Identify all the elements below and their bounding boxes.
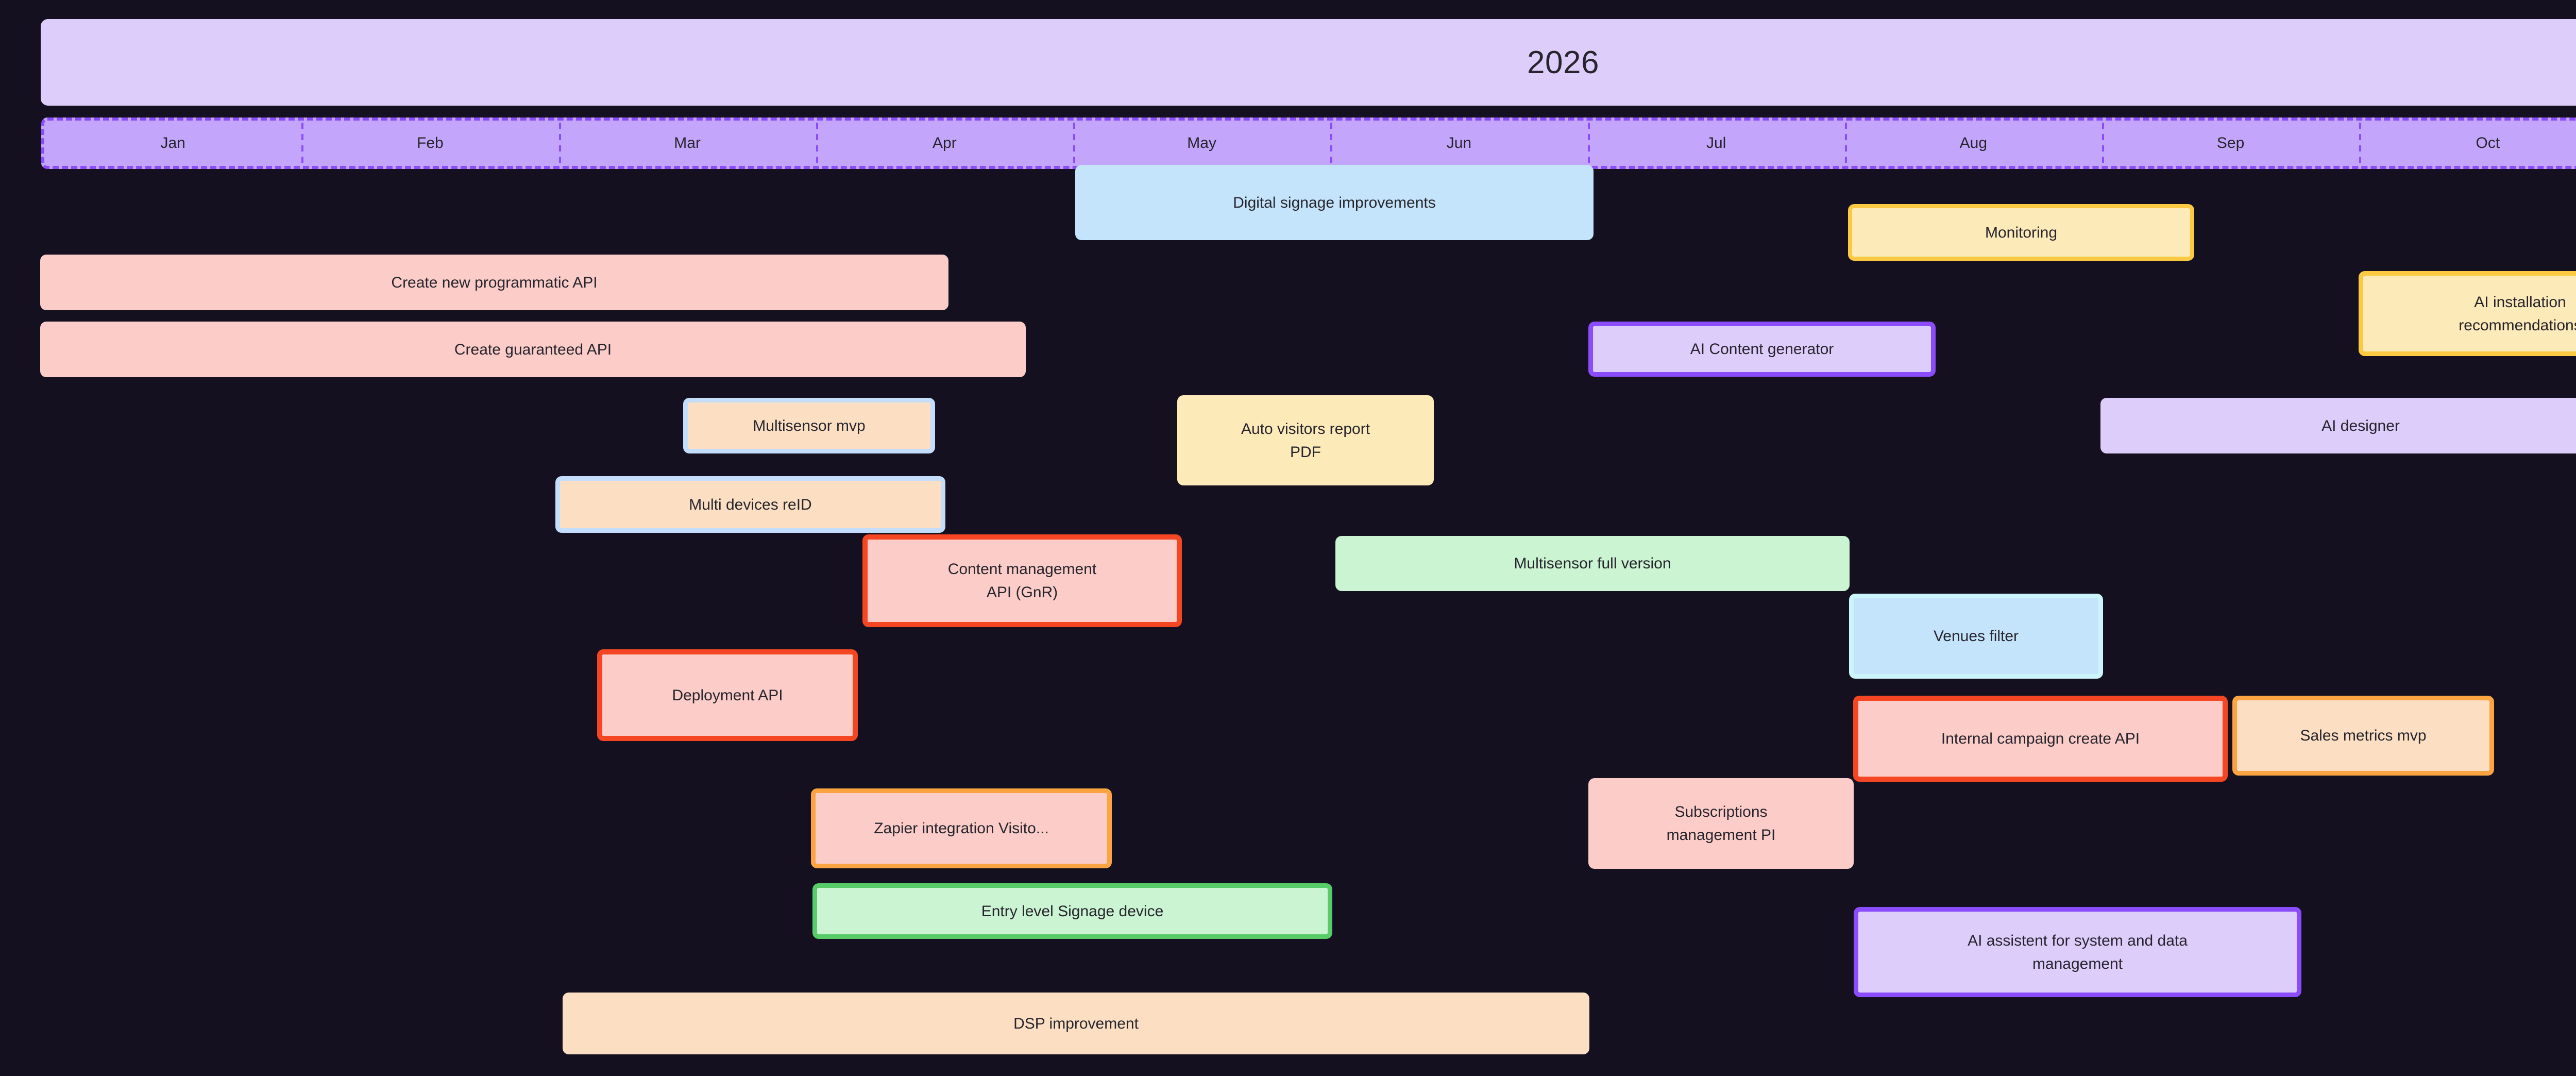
task-bar-label: DSP improvement (1013, 1015, 1139, 1032)
task-bar[interactable]: Venues filter (1849, 594, 2103, 679)
month-label: Aug (1959, 134, 1988, 152)
task-bar[interactable]: Sales metrics mvp (2232, 696, 2494, 776)
task-bar[interactable]: Deployment API (597, 649, 858, 741)
month-label: Jul (1706, 134, 1726, 152)
task-bar-label: Digital signage improvements (1233, 194, 1436, 211)
month-cell-jan[interactable]: Jan (44, 121, 301, 166)
year-arrow: 2026 (41, 19, 2576, 106)
task-bar-label: Internal campaign create API (1941, 730, 2140, 747)
task-bar-label: AI assistent for system and data managem… (1968, 932, 2188, 972)
month-cell-aug[interactable]: Aug (1844, 121, 2102, 166)
task-bar[interactable]: Content management API (GnR) (862, 534, 1182, 627)
task-bar[interactable]: AI designer (2100, 398, 2576, 453)
month-cell-jun[interactable]: Jun (1330, 121, 1587, 166)
task-bar-label: Zapier integration Visito... (874, 820, 1049, 837)
task-bar[interactable]: AI installation recommendations (2359, 271, 2576, 356)
month-cell-mar[interactable]: Mar (558, 121, 816, 166)
task-bar-label: Create new programmatic API (391, 274, 598, 291)
month-label: Feb (417, 134, 444, 152)
month-cell-oct[interactable]: Oct (2359, 121, 2576, 166)
task-bar-label: Subscriptions management PI (1666, 803, 1776, 844)
task-bar[interactable]: Multisensor full version (1335, 536, 1850, 591)
task-bar-label: AI Content generator (1690, 341, 1834, 358)
task-bar[interactable]: Monitoring (1848, 204, 2194, 261)
month-label: Apr (933, 134, 957, 152)
month-label: Jun (1446, 134, 1472, 152)
task-bar[interactable]: Multi devices reID (555, 476, 945, 533)
task-bar[interactable]: Digital signage improvements (1075, 165, 1594, 240)
task-bar-label: Deployment API (672, 686, 783, 704)
task-bar-label: Sales metrics mvp (2300, 727, 2427, 744)
task-bar-label: Content management API (GnR) (947, 561, 1097, 601)
task-bar-label: AI designer (2321, 417, 2400, 434)
task-bar[interactable]: Create new programmatic API (40, 255, 948, 310)
task-bar[interactable]: AI assistent for system and data managem… (1854, 907, 2301, 997)
task-bar-label: Multisensor mvp (753, 417, 866, 434)
task-bar-label: Multisensor full version (1514, 555, 1671, 572)
task-bar[interactable]: DSP improvement (563, 993, 1589, 1054)
task-bar[interactable]: Create guaranteed API (40, 322, 1026, 377)
task-bar[interactable]: Auto visitors report PDF (1177, 395, 1434, 485)
task-bar-label: Entry level Signage device (981, 902, 1164, 920)
year-arrow-body (41, 19, 2576, 106)
month-cell-feb[interactable]: Feb (301, 121, 558, 166)
task-bar-label: Create guaranteed API (454, 341, 612, 358)
task-bar[interactable]: Multisensor mvp (683, 398, 935, 453)
month-label: Jan (160, 134, 185, 152)
month-label: Oct (2476, 134, 2500, 152)
task-bar-label: Multi devices reID (689, 496, 812, 513)
month-label: Mar (674, 134, 701, 152)
task-bar[interactable]: Entry level Signage device (812, 883, 1332, 939)
task-bar-label: Venues filter (1933, 628, 2019, 645)
month-cell-jul[interactable]: Jul (1587, 121, 1845, 166)
task-bar[interactable]: Internal campaign create API (1853, 696, 2228, 782)
task-bar[interactable]: Zapier integration Visito... (811, 788, 1112, 868)
month-label: Sep (2216, 134, 2245, 152)
month-cell-apr[interactable]: Apr (816, 121, 1073, 166)
month-label: May (1187, 134, 1216, 152)
task-bar[interactable]: Subscriptions management PI (1588, 778, 1854, 869)
year-label: 2026 (1527, 44, 1599, 80)
month-cell-may[interactable]: May (1073, 121, 1330, 166)
month-strip: JanFebMarAprMayJunJulAugSepOctNovDec (41, 117, 2576, 169)
task-bar-label: Monitoring (1985, 224, 2058, 241)
task-bar-label: Auto visitors report PDF (1241, 420, 1370, 461)
task-bar-label: AI installation recommendations (2459, 293, 2576, 334)
month-cell-sep[interactable]: Sep (2102, 121, 2359, 166)
task-bar[interactable]: AI Content generator (1588, 322, 1936, 377)
